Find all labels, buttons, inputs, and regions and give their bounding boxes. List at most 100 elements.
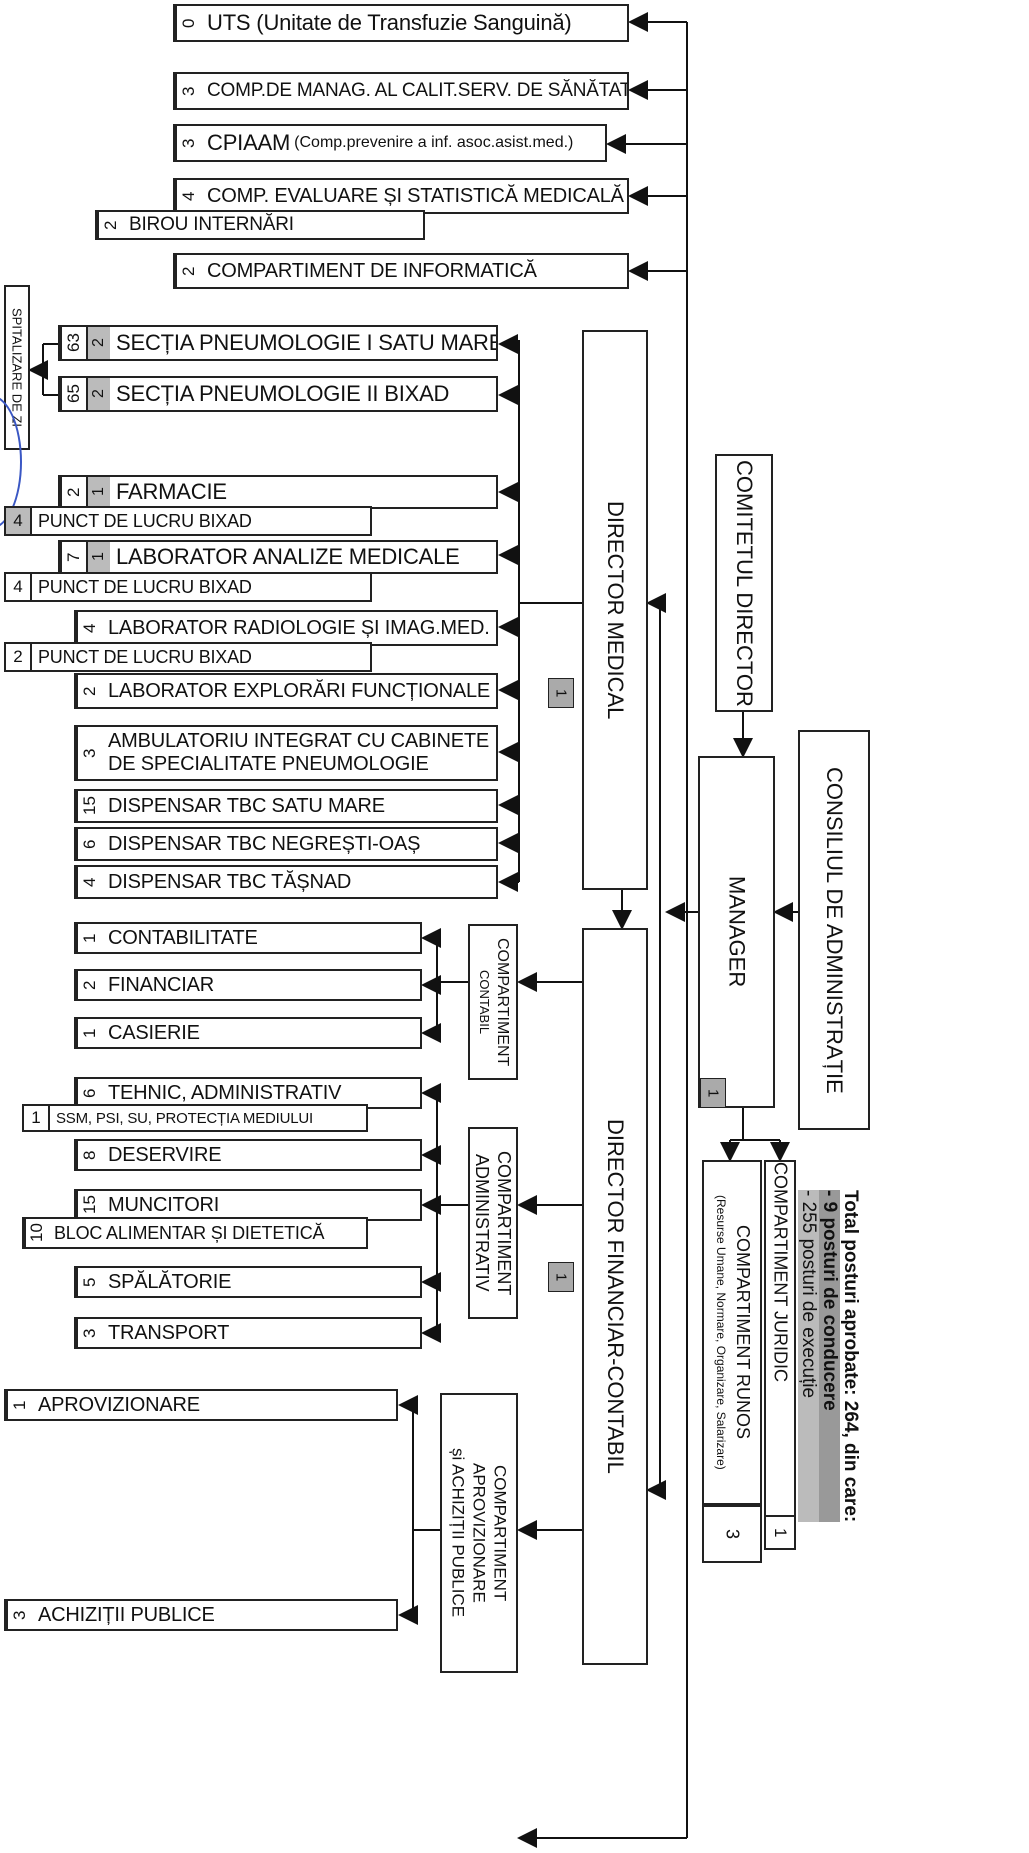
cpiaam-label: CPIAAM [207, 130, 291, 155]
spalatorie-count: 5 [76, 1268, 102, 1296]
radiologie-label: LABORATOR RADIOLOGIE ȘI IMAG.MED. [108, 616, 490, 639]
contabilitate-box: 1 CONTABILITATE [74, 922, 422, 954]
explorari-label: LABORATOR EXPLORĂRI FUNCȚIONALE [108, 679, 491, 702]
pneumo2-lead: 2 [86, 378, 110, 410]
pneumo2-box: 65 2 SECȚIA PNEUMOLOGIE II BIXAD [58, 376, 498, 412]
deservire-label: DESERVIRE [108, 1143, 222, 1166]
total-line1: Total posturi aprobate: 264, din care: [840, 1190, 861, 1523]
compartiment-juridic-box: COMPARTIMENT JURIDIC [764, 1160, 796, 1550]
contabilitate-label: CONTABILITATE [108, 926, 258, 949]
bloc-alimentar-box: 10 BLOC ALIMENTAR ȘI DIETETICĂ [22, 1217, 368, 1249]
comp-contabil-line1: COMPARTIMENT [494, 937, 511, 1067]
ssm-count: 1 [24, 1106, 50, 1130]
casierie-count: 1 [76, 1019, 102, 1047]
ambulatoriu-count: 3 [76, 727, 102, 779]
tbc-tasnad-box: 4 DISPENSAR TBC TĂȘNAD [74, 865, 498, 899]
spitalizare-label: SPITALIZARE DE ZI [9, 308, 25, 427]
tbc-negresti-label: DISPENSAR TBC NEGREȘTI-OAȘ [108, 832, 421, 855]
aprovizionare-box: 1 APROVIZIONARE [4, 1389, 398, 1421]
laborator-label: LABORATOR ANALIZE MEDICALE [116, 544, 460, 569]
transport-count: 3 [76, 1319, 102, 1347]
pneumo1-count: 63 [60, 327, 86, 359]
uts-label: UTS (Unitate de Transfuzie Sanguină) [207, 10, 572, 35]
cpiaam-sub: (Comp.prevenire a inf. asoc.asist.med.) [294, 134, 574, 151]
compartiment-runos-label: COMPARTIMENT RUNOS(Resurse Umane, Normar… [710, 1195, 754, 1470]
ambulatoriu-box: 3 AMBULATORIU INTEGRAT CU CABINETE DE SP… [74, 725, 498, 781]
director-financiar-count: 1 [548, 1262, 574, 1292]
ssm-label: SSM, PSI, SU, PROTECȚIA MEDIULUI [56, 1109, 313, 1127]
ambulatoriu-label-2: DE SPECIALITATE PNEUMOLOGIE [108, 753, 429, 775]
casierie-label: CASIERIE [108, 1021, 200, 1044]
informatica-count: 2 [175, 255, 201, 287]
radiologie-punct-box: 2 PUNCT DE LUCRU BIXAD [4, 642, 372, 672]
ambulatoriu-label-1: AMBULATORIU INTEGRAT CU CABINETE [108, 730, 490, 752]
director-medical-label: DIRECTOR MEDICAL [603, 500, 628, 720]
informatica-box: 2 COMPARTIMENT DE INFORMATICĂ [173, 253, 629, 289]
compartiment-runos-box: COMPARTIMENT RUNOS(Resurse Umane, Normar… [702, 1160, 762, 1505]
laborator-punct-count: 4 [6, 574, 32, 600]
comp-contabil-line2: CONTABIL [477, 969, 492, 1035]
achizitii-label: ACHIZIȚII PUBLICE [38, 1603, 215, 1626]
farmacie-count: 2 [60, 477, 86, 507]
internari-label: BIROU INTERNĂRI [129, 214, 294, 235]
deservire-box: 8 DESERVIRE [74, 1139, 422, 1171]
farmacie-punct-count: 4 [6, 508, 32, 534]
consiliu-administratie-label: CONSILIUL DE ADMINISTRAȚIE [822, 766, 847, 1094]
farmacie-punct-label: PUNCT DE LUCRU BIXAD [38, 510, 252, 531]
laborator-count: 7 [60, 542, 86, 572]
financiar-label: FINANCIAR [108, 973, 214, 996]
evaluare-label: COMP. EVALUARE ȘI STATISTICĂ MEDICALĂ [207, 184, 624, 207]
comitet-director-box: COMITETUL DIRECTOR [715, 454, 773, 712]
laborator-box: 7 1 LABORATOR ANALIZE MEDICALE [58, 540, 498, 574]
farmacie-lead: 1 [86, 477, 110, 507]
total-posturi-panel: Total posturi aprobate: 264, din care: -… [798, 1190, 870, 1850]
calit-box: 3 COMP.DE MANAG. AL CALIT.SERV. DE SĂNĂT… [173, 72, 629, 110]
manager-count: 1 [700, 1078, 726, 1108]
spalatorie-label: SPĂLĂTORIE [108, 1270, 232, 1293]
comp-aprov-line3: și ACHIZIȚII PUBLICE [448, 1448, 468, 1618]
bloc-alimentar-count: 10 [24, 1219, 48, 1247]
laborator-punct-box: 4 PUNCT DE LUCRU BIXAD [4, 572, 372, 602]
transport-box: 3 TRANSPORT [74, 1317, 422, 1349]
pneumo2-count: 65 [60, 378, 86, 410]
runos-count-box: 3 [702, 1505, 762, 1563]
tbc-negresti-count: 6 [76, 829, 102, 859]
laborator-lead: 1 [86, 542, 110, 572]
casierie-box: 1 CASIERIE [74, 1017, 422, 1049]
radiologie-count: 4 [76, 612, 102, 644]
explorari-box: 2 LABORATOR EXPLORĂRI FUNCȚIONALE [74, 673, 498, 709]
comp-aprov-line1: COMPARTIMENT [490, 1464, 510, 1602]
farmacie-punct-box: 4 PUNCT DE LUCRU BIXAD [4, 506, 372, 536]
pneumo1-lead: 2 [86, 327, 110, 359]
explorari-count: 2 [76, 675, 102, 707]
uts-count: 0 [175, 6, 201, 40]
juridic-count-box: 1 [764, 1515, 796, 1550]
muncitori-count: 15 [76, 1191, 102, 1219]
comp-admin-line2: ADMINISTRATIV [472, 1154, 492, 1292]
juridic-count: 1 [771, 1527, 790, 1538]
tbc-negresti-box: 6 DISPENSAR TBC NEGREȘTI-OAȘ [74, 827, 498, 861]
deservire-count: 8 [76, 1141, 102, 1169]
uts-box: 0 UTS (Unitate de Transfuzie Sanguină) [173, 4, 629, 42]
calit-count: 3 [175, 74, 201, 108]
director-medical-box: DIRECTOR MEDICAL [582, 330, 648, 890]
comp-admin-line1: COMPARTIMENT [494, 1150, 514, 1296]
runos-title: COMPARTIMENT RUNOS [733, 1225, 753, 1440]
director-medical-count: 1 [548, 678, 574, 708]
financiar-count: 2 [76, 971, 102, 999]
total-line2: - 9 posturi de conducere [819, 1190, 840, 1523]
tbc-satu-mare-count: 15 [76, 791, 102, 821]
informatica-label: COMPARTIMENT DE INFORMATICĂ [207, 259, 537, 282]
pneumo1-box: 63 2 SECȚIA PNEUMOLOGIE I SATU MARE [58, 325, 498, 361]
pneumo2-label: SECȚIA PNEUMOLOGIE II BIXAD [116, 381, 450, 406]
bloc-alimentar-label: BLOC ALIMENTAR ȘI DIETETICĂ [54, 1222, 325, 1243]
comp-aprov-line2: APROVIZIONARE [469, 1463, 489, 1603]
comitet-director-label: COMITETUL DIRECTOR [732, 459, 757, 707]
evaluare-count: 4 [175, 180, 201, 212]
contabilitate-count: 1 [76, 924, 102, 952]
